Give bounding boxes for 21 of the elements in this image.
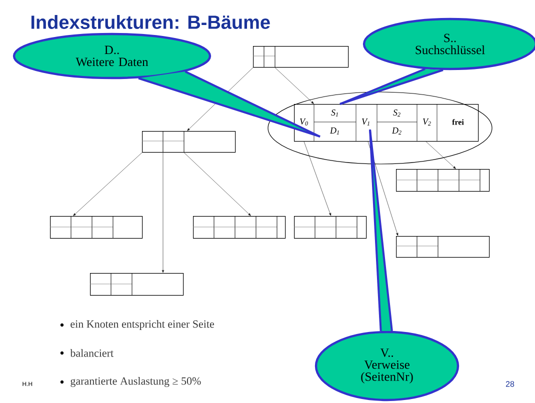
- arrow: [304, 141, 331, 216]
- tree-node: [396, 236, 490, 258]
- tree-node: [294, 216, 367, 239]
- callout-bubble: D.. Weitere Daten: [12, 32, 212, 80]
- callout-bubble: V.. Verweise (SeitenNr): [314, 330, 460, 402]
- bullet-text: ein Knoten entspricht einer Seite: [70, 320, 214, 330]
- tree-node: [142, 130, 236, 153]
- tree-node: [252, 46, 349, 68]
- index-node: V$_{0}$ S$_{1}$ D$_{1}$ V$_{1}$ S$_{2}$ D$_{2}$ V$_{2}$ frei: [268, 92, 492, 164]
- tree-node: [50, 216, 143, 239]
- arrow: [73, 152, 142, 216]
- arrow: [274, 67, 314, 104]
- tree-node: [192, 216, 286, 239]
- bullet-text: balanciert: [70, 349, 114, 357]
- page-number: 28: [506, 381, 514, 387]
- arrow: [184, 152, 251, 216]
- arrow: [162, 152, 164, 273]
- tree-node: [90, 272, 184, 296]
- tree-node: [396, 168, 490, 192]
- bullet-text: garantierte Auslastung ≥ 50%: [70, 377, 201, 387]
- title: Indexstrukturen: B-Bäume: [31, 15, 270, 29]
